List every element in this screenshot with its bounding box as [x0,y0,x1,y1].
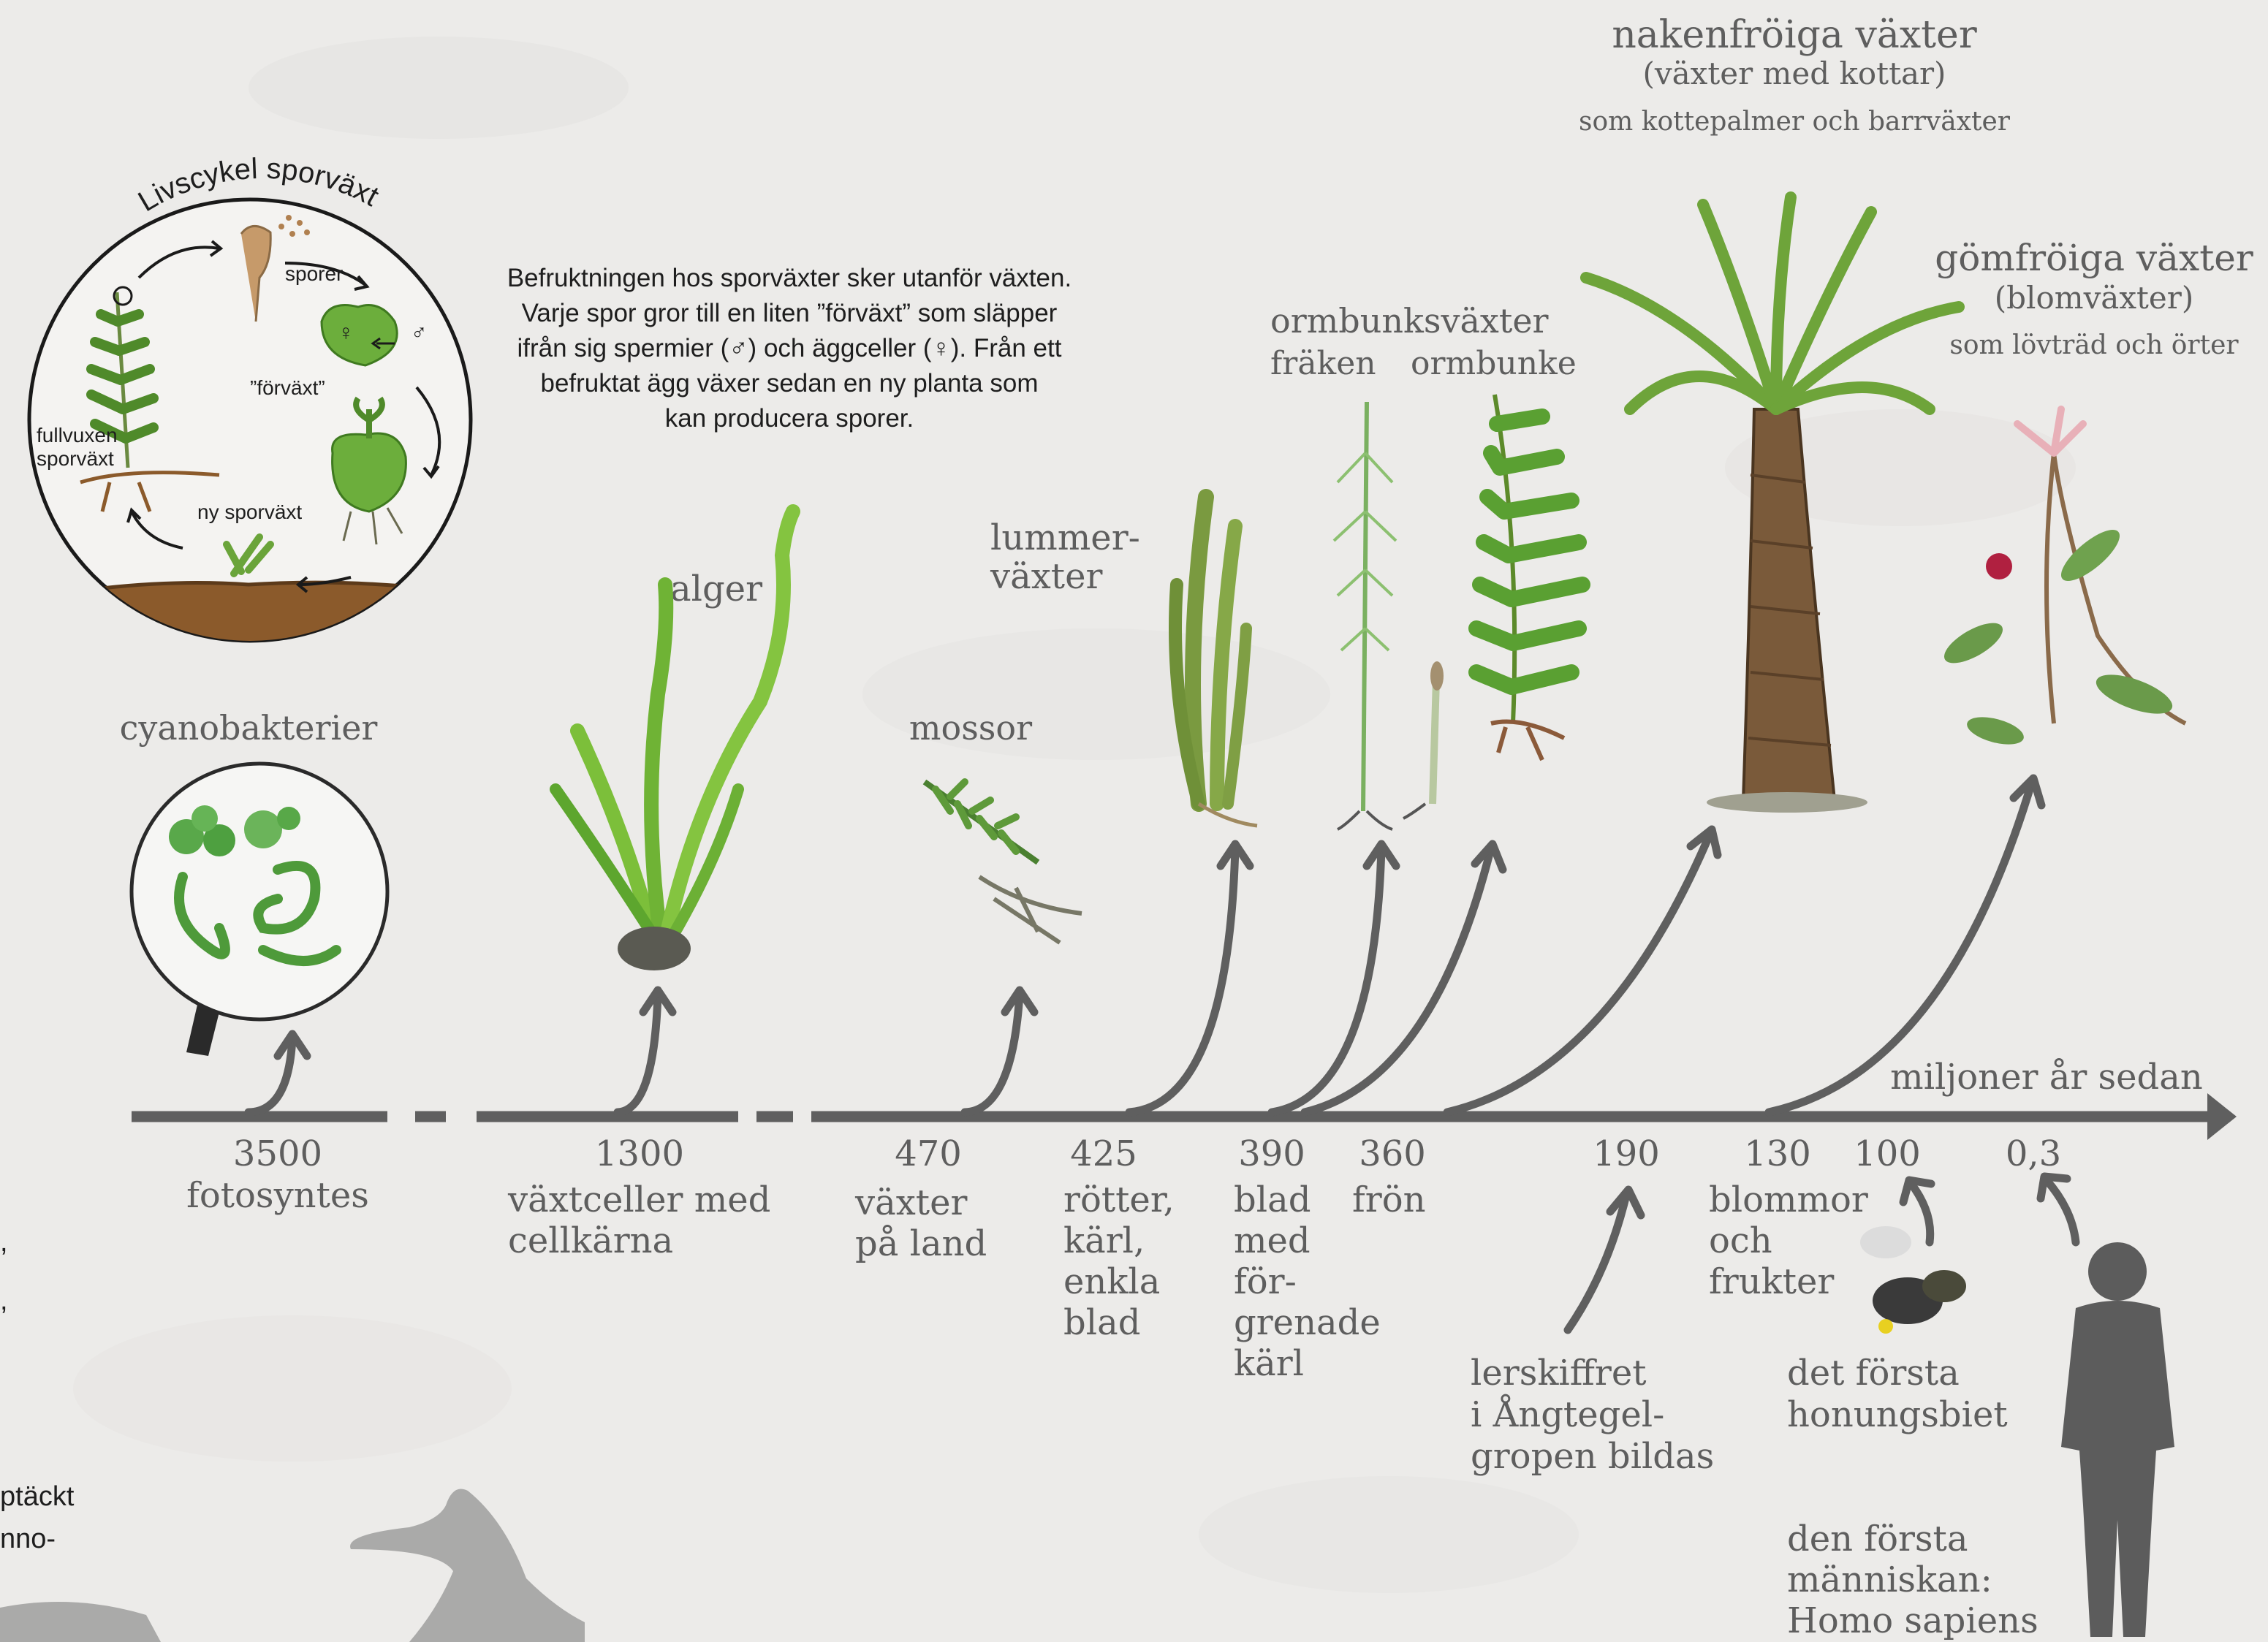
milestone-390-line-3: för- [1234,1261,1297,1302]
milestone-470-line-1: växter [854,1182,968,1223]
fern-illustration [1476,395,1582,760]
label-gymnosperms-sub: (växter med kottar) [1643,56,1946,91]
label-gymnosperms-examples: som kottepalmer och barrväxter [1579,107,2011,137]
label-new-plant: ny sporväxt [197,501,302,523]
label-clubmoss-2: växter [990,556,1103,597]
year-130: 130 [1744,1133,1811,1174]
year-360: 360 [1359,1133,1426,1174]
female-symbol: ♀ [338,321,354,345]
event-human-line-3: Homo sapiens [1787,1600,2038,1641]
milestone-130-line-1: blommor [1709,1179,1868,1220]
year-190: 190 [1593,1133,1660,1174]
milestone-360-line-1: frön [1352,1179,1426,1220]
fossil-illustration [0,1489,585,1642]
description-paragraph: Befruktningen hos sporväxter sker utanfö… [507,264,1072,433]
arrow-human-event [2047,1180,2076,1242]
year-470: 470 [895,1133,962,1174]
description-line-3: ifrån sig spermier (♂) och äggceller (♀)… [517,334,1062,362]
description-line-1: Befruktningen hos sporväxter sker utanfö… [507,264,1072,292]
milestone-3500-line-1: fotosyntes [186,1175,369,1216]
milestone-390-line-1: blad [1234,1179,1311,1220]
label-mosses: mossor [909,708,1032,748]
branch-arrow-clubmoss [1129,848,1235,1112]
event-shale-line-1: lerskiffret [1471,1353,1647,1394]
milestone-425-line-1: rötter, [1063,1179,1175,1220]
soil-illustration [29,582,482,658]
event-shale-line-3: gropen bildas [1471,1436,1714,1477]
event-bee-line-2: honungsbiet [1787,1394,2008,1435]
label-horsetail: fräken [1270,345,1376,382]
year-390: 390 [1238,1133,1305,1174]
honeybee-illustration [1860,1226,1966,1334]
male-symbol: ♂ [411,321,428,345]
year-100: 100 [1854,1133,1921,1174]
label-fern: ormbunke [1411,345,1577,382]
milestone-425-line-3: enkla [1063,1261,1160,1302]
label-algae: alger [670,569,762,609]
event-human-line-2: människan: [1787,1559,1992,1600]
milestone-470-line-2: på land [855,1223,987,1264]
description-line-5: kan producera sporer. [665,404,914,433]
description-line-2: Varje spor gror till en liten ”förväxt” … [522,299,1058,327]
lifecycle-diagram: Livscykel sporväxt [29,153,482,658]
milestone-1300-line-2: cellkärna [508,1220,673,1261]
milestone-390-line-2: med [1234,1220,1311,1261]
clubmoss-illustration [1175,497,1257,826]
label-clubmoss-1: lummer- [990,517,1140,558]
edge-text-4: nno- [0,1524,56,1554]
arrow-shale-event [1568,1195,1626,1330]
milestone-425-line-4: blad [1063,1302,1140,1343]
label-prothallus: ”förväxt” [250,376,325,399]
human-silhouette-illustration [2061,1242,2174,1637]
cropped-edge-text: , , ptäckt nno- [0,1227,75,1554]
timeline-unit: miljoner år sedan [1890,1057,2203,1098]
edge-text-2: , [0,1285,8,1316]
event-labels: lerskiffret i Ångtegel- gropen bildas de… [1471,1353,2038,1641]
branch-arrow-horsetail [1272,848,1381,1112]
event-bee-line-1: det första [1787,1353,1960,1394]
year-0-3: 0,3 [2006,1133,2061,1174]
branch-arrow-mosses [965,994,1020,1112]
label-angiosperms-examples: som lövträd och örter [1949,330,2239,360]
label-adult-2: sporväxt [37,447,114,470]
timeline-axis: miljoner år sedan [132,1057,2237,1140]
label-spores: sporer [285,262,343,285]
year-1300: 1300 [595,1133,684,1174]
arrow-bee-event [1911,1184,1930,1242]
milestone-390-line-5: kärl [1234,1343,1304,1384]
event-shale-line-2: i Ångtegel- [1471,1394,1664,1435]
branch-arrow-algae [618,994,658,1112]
year-425: 425 [1070,1133,1137,1174]
label-angiosperms-sub: (blomväxter) [1995,280,2193,316]
label-cyanobacteria: cyanobakterier [120,708,378,748]
cyanobacteria-magnifier-illustration [132,764,387,1056]
milestone-130-line-2: och [1709,1220,1772,1261]
milestone-1300-line-1: växtceller med [507,1179,770,1220]
timeline-arrowhead [2207,1093,2237,1140]
event-human-line-1: den första [1787,1519,1968,1559]
horsetail-illustration [1334,402,1444,829]
label-fern-plants: ormbunksväxter [1270,301,1549,341]
year-3500: 3500 [233,1133,322,1174]
milestone-390-line-4: grenade [1234,1302,1381,1343]
edge-text-1: , [0,1227,8,1258]
description-line-4: befruktat ägg växer sedan en ny planta s… [541,369,1039,398]
label-angiosperms: gömfröiga växter [1935,237,2253,279]
label-gymnosperms: nakenfröiga växter [1612,13,1977,57]
milestone-425-line-2: kärl, [1063,1220,1145,1261]
milestone-130-line-3: frukter [1709,1261,1834,1302]
label-adult-1: fullvuxen [37,424,118,446]
moss-illustration [925,782,1082,943]
edge-text-3: ptäckt [0,1481,75,1512]
